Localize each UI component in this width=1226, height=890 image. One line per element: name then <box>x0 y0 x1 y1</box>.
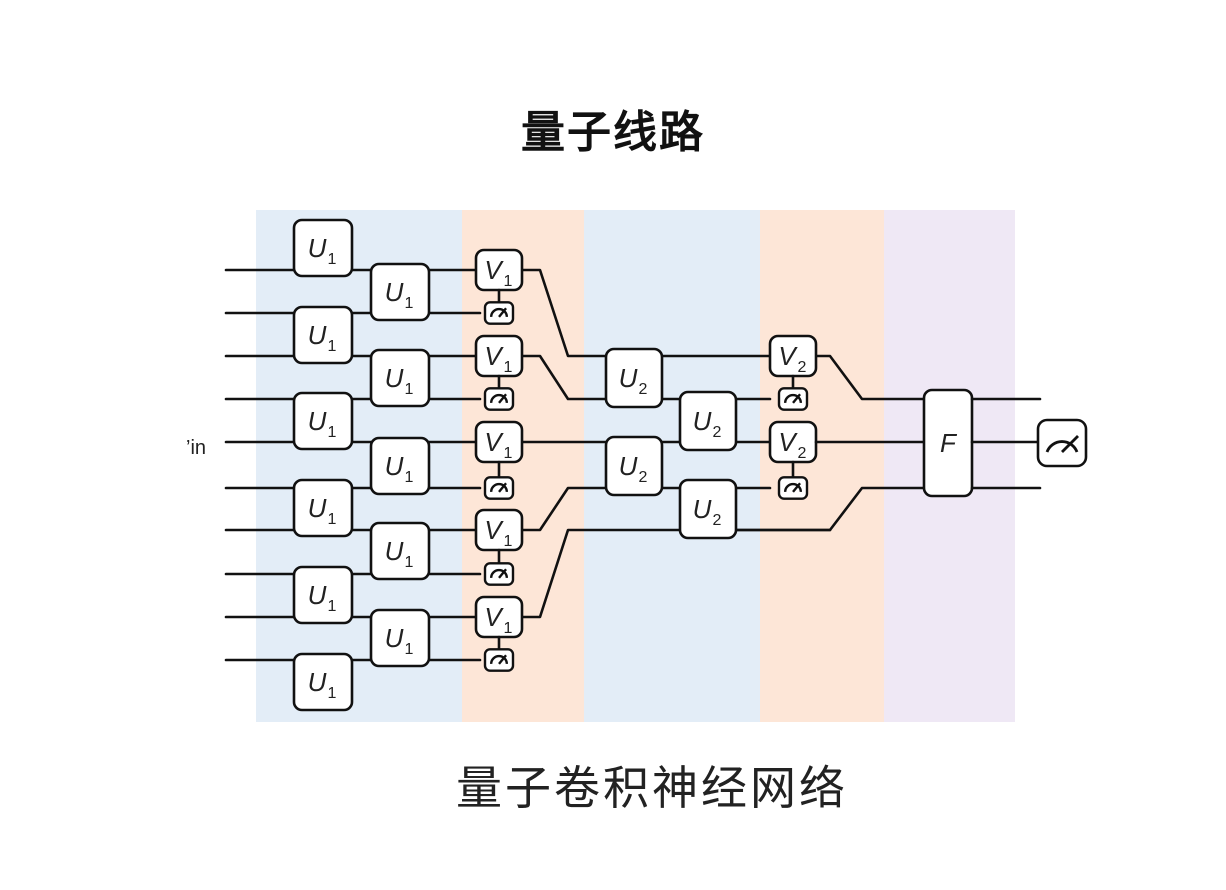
gate-u1-col2-2-label: U <box>385 363 404 393</box>
gate-u1-col1-5-subscript: 1 <box>328 598 337 615</box>
measurement-meter-icon-needle <box>792 482 801 493</box>
band-convolution-1 <box>256 210 462 722</box>
gate-u2-col1-2-label: U <box>619 451 638 481</box>
gate-v1-4-label: V <box>484 515 504 545</box>
gate-u1-col2-5-label: U <box>385 623 404 653</box>
band-pooling-2 <box>760 210 884 722</box>
gate-u2-col2-1 <box>678 390 738 452</box>
gate-u1-col1-6-subscript: 1 <box>328 685 337 702</box>
gate-u2-col2-2-label: U <box>693 494 712 524</box>
gate-v1-1-subscript: 1 <box>504 273 513 290</box>
measurement-meter-icon-arc <box>489 393 509 404</box>
gate-u1-col2-3-label: U <box>385 451 404 481</box>
gate-u2-col1-1-subscript: 2 <box>639 381 648 398</box>
gate-u1-col1-4-label: U <box>308 493 327 523</box>
gate-v1-2-label: V <box>484 341 504 371</box>
gate-u1-col1-3-subscript: 1 <box>328 424 337 441</box>
diagram-title: 量子线路 <box>521 107 705 158</box>
gate-u1-col1-2-label: U <box>308 320 327 350</box>
diagram-caption: 量子卷积神经网络 <box>456 761 848 815</box>
measurement-meter-icon <box>777 476 809 500</box>
gate-v2-1-label: V <box>778 341 798 371</box>
gate-v2-1-subscript: 2 <box>798 359 807 376</box>
measurement-meter-icon-needle <box>498 568 507 579</box>
measurement-meter-icon-arc <box>489 568 509 579</box>
gate-u1-col1-5 <box>292 565 354 625</box>
measurement-meter-icon <box>483 648 515 672</box>
measurement-meter-icon <box>483 476 515 500</box>
gate-v2-2-label: V <box>778 427 798 457</box>
wire-segment <box>522 486 606 532</box>
gate-u2-col2-2-subscript: 2 <box>713 512 722 529</box>
gate-u1-col1-6 <box>292 652 354 712</box>
wire-segment <box>522 354 606 401</box>
measurement-meter-icon <box>483 562 515 586</box>
measurement-meter-icon-arc <box>783 482 803 493</box>
gate-u1-col1-2 <box>292 305 354 365</box>
gate-u2-col1-2 <box>604 435 664 497</box>
input-state-label: ’in <box>186 437 207 459</box>
gate-fully-connected-label: F <box>940 428 958 458</box>
measurement-meter-icon <box>483 387 515 411</box>
gate-u1-col2-3-subscript: 1 <box>405 469 414 486</box>
final-measurement-arc <box>1045 440 1079 453</box>
gate-u1-col1-5-label: U <box>308 580 327 610</box>
gate-u2-col2-2 <box>678 478 738 540</box>
wire-segment <box>816 354 924 401</box>
gate-u1-col1-4 <box>292 478 354 538</box>
gate-u1-col1-3 <box>292 391 354 451</box>
gate-u1-col1-2-subscript: 1 <box>328 338 337 355</box>
measurement-meter-icon-needle <box>498 393 507 404</box>
measurement-meter-icon-arc <box>489 654 509 665</box>
gate-v2-2-subscript: 2 <box>798 445 807 462</box>
measurement-meter-icon-needle <box>498 482 507 493</box>
final-measurement-icon <box>1036 418 1088 468</box>
gate-u1-col1-6-label: U <box>308 667 327 697</box>
gate-u1-col2-2 <box>369 348 431 408</box>
measurement-meter-icon-needle <box>498 654 507 665</box>
gate-u1-col2-1-subscript: 1 <box>405 295 414 312</box>
gate-u1-col2-4-subscript: 1 <box>405 554 414 571</box>
gate-u2-col2-1-label: U <box>693 406 712 436</box>
gate-u1-col2-3 <box>369 436 431 496</box>
gate-v1-5-label: V <box>484 602 504 632</box>
gate-u1-col2-4 <box>369 521 431 581</box>
measurement-meter-icon <box>777 387 809 411</box>
measurement-meter-icon-arc <box>489 307 509 318</box>
gate-u2-col2-1-subscript: 2 <box>713 424 722 441</box>
gate-u1-col2-1 <box>369 262 431 322</box>
measurement-meter-icon-arc <box>783 393 803 404</box>
gate-u1-col1-1-subscript: 1 <box>328 251 337 268</box>
gate-u1-col2-5 <box>369 608 431 668</box>
gate-u1-col2-1-label: U <box>385 277 404 307</box>
wire-segment <box>522 268 606 358</box>
measurement-meter-icon-needle <box>792 393 801 404</box>
gate-v1-5-subscript: 1 <box>504 620 513 637</box>
gate-u2-col1-2-subscript: 2 <box>639 469 648 486</box>
gate-u1-col1-3-label: U <box>308 406 327 436</box>
gate-v1-3-label: V <box>484 427 504 457</box>
gate-u1-col1-4-subscript: 1 <box>328 511 337 528</box>
gate-v1-2-subscript: 1 <box>504 359 513 376</box>
gate-v1-4-subscript: 1 <box>504 533 513 550</box>
gate-u1-col2-2-subscript: 1 <box>405 381 414 398</box>
gate-u1-col2-4-label: U <box>385 536 404 566</box>
wire-segment <box>736 486 924 532</box>
final-measurement-needle <box>1061 435 1079 453</box>
measurement-meter-icon-needle <box>498 307 507 318</box>
gate-u2-col1-1-label: U <box>619 363 638 393</box>
gate-v1-3-subscript: 1 <box>504 445 513 462</box>
gate-v1-1-label: V <box>484 255 504 285</box>
measurement-meter-icon <box>483 301 515 325</box>
gate-u1-col2-5-subscript: 1 <box>405 641 414 658</box>
wire-segment <box>522 528 680 619</box>
measurement-meter-icon-arc <box>489 482 509 493</box>
gate-u1-col1-1 <box>292 218 354 278</box>
gate-u1-col1-1-label: U <box>308 233 327 263</box>
gate-u2-col1-1 <box>604 347 664 409</box>
